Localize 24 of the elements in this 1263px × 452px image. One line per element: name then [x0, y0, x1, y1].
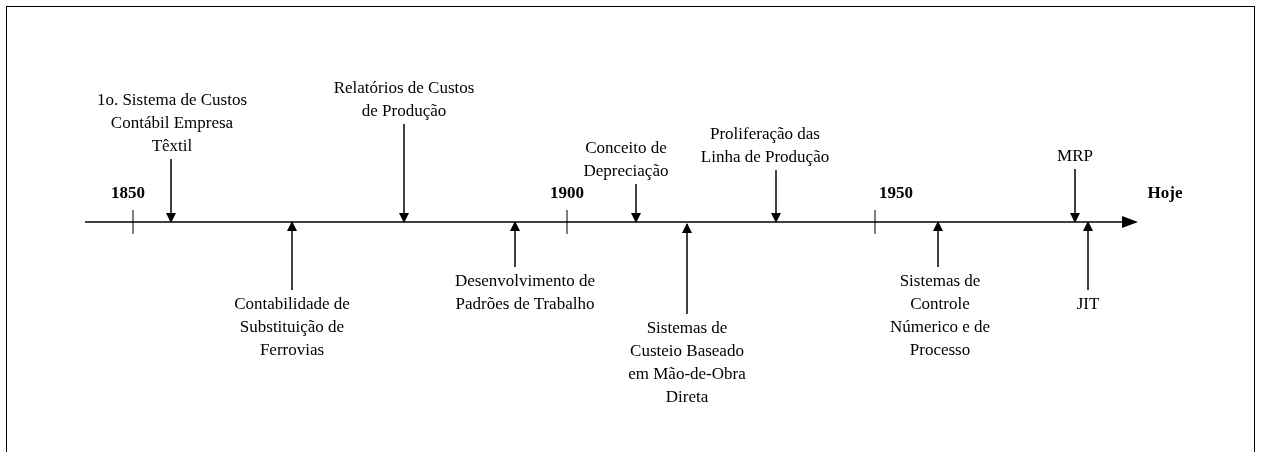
event-text: JIT	[1068, 292, 1108, 315]
arrow	[682, 223, 692, 315]
arrow	[287, 221, 297, 291]
event-text: Sistemas de Custeio Baseado em Mão-de-Obra Direta	[622, 316, 752, 408]
arrow	[166, 158, 176, 223]
arrow	[631, 183, 641, 223]
event-text: Conceito de Depreciação	[583, 136, 669, 182]
event-text: Relatórios de Custos de Produção	[324, 76, 484, 122]
event-text: Proliferação das Linha de Produção	[695, 122, 835, 168]
arrow	[1070, 168, 1080, 223]
year-label: Hoje	[1147, 183, 1183, 203]
arrow	[933, 221, 943, 268]
event-text: Sistemas de Controle Númerico e de Processo	[877, 269, 1003, 361]
year-label: 1950	[879, 183, 913, 203]
event-text: 1o. Sistema de Custos Contábil Empresa Têxtil	[93, 88, 251, 157]
event-text: Desenvolvimento de Padrões de Trabalho	[450, 269, 600, 315]
arrow	[1083, 221, 1093, 291]
arrow	[510, 221, 520, 268]
arrow	[399, 123, 409, 223]
event-text: MRP	[1050, 144, 1100, 167]
event-text: Contabilidade de Substituição de Ferrovias	[207, 292, 377, 361]
year-label: 1850	[111, 183, 145, 203]
year-label: 1900	[550, 183, 584, 203]
arrow	[771, 169, 781, 223]
